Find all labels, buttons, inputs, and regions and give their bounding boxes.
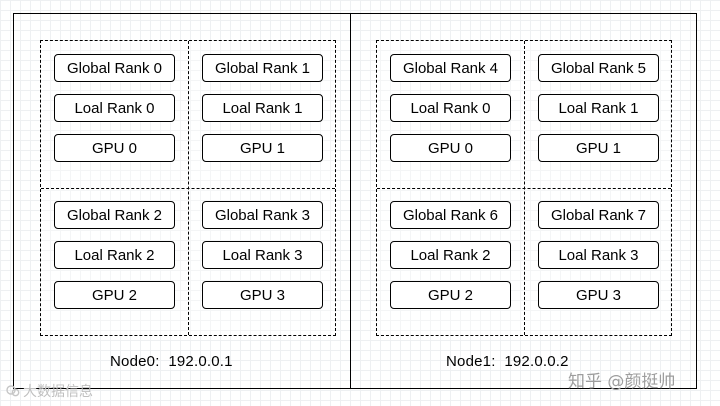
local-rank-box: Loal Rank 1: [202, 94, 323, 122]
gpu-group: Global Rank 0 Loal Rank 0 GPU 0 Global R…: [40, 40, 336, 336]
local-rank-box: Loal Rank 3: [538, 241, 659, 269]
gpu-box: GPU 0: [54, 134, 175, 162]
watermark-left-text: 大数据信息: [23, 383, 93, 399]
node-name: Node0:: [110, 353, 160, 370]
node-0: Global Rank 0 Loal Rank 0 GPU 0 Global R…: [13, 13, 351, 389]
gpu-divider-horizontal: [377, 188, 671, 189]
gpu-box: GPU 0: [390, 134, 511, 162]
local-rank-box: Loal Rank 0: [390, 94, 511, 122]
node-label: Node0: 192.0.0.1: [110, 353, 233, 370]
gpu-box: GPU 3: [202, 281, 323, 309]
local-rank-box: Loal Rank 3: [202, 241, 323, 269]
node-label: Node1: 192.0.0.2: [446, 353, 569, 370]
node-ip: 192.0.0.2: [504, 353, 569, 370]
gpu-box: GPU 1: [202, 134, 323, 162]
watermark-right: 知乎 @颜挺帅: [568, 372, 676, 392]
local-rank-box: Loal Rank 2: [54, 241, 175, 269]
local-rank-box: Loal Rank 1: [538, 94, 659, 122]
watermark-left: 大数据信息: [6, 381, 93, 401]
global-rank-box: Global Rank 5: [538, 54, 659, 82]
gpu-box: GPU 2: [390, 281, 511, 309]
gpu-group: Global Rank 4 Loal Rank 0 GPU 0 Global R…: [376, 40, 672, 336]
local-rank-box: Loal Rank 0: [54, 94, 175, 122]
global-rank-box: Global Rank 2: [54, 201, 175, 229]
gpu-box: GPU 3: [538, 281, 659, 309]
global-rank-box: Global Rank 1: [202, 54, 323, 82]
gpu-divider-horizontal: [41, 188, 335, 189]
global-rank-box: Global Rank 3: [202, 201, 323, 229]
global-rank-box: Global Rank 6: [390, 201, 511, 229]
gpu-box: GPU 2: [54, 281, 175, 309]
node-1: Global Rank 4 Loal Rank 0 GPU 0 Global R…: [350, 13, 697, 389]
node-name: Node1:: [446, 353, 496, 370]
wechat-icon: [6, 385, 20, 397]
node-ip: 192.0.0.1: [168, 353, 233, 370]
gpu-box: GPU 1: [538, 134, 659, 162]
global-rank-box: Global Rank 4: [390, 54, 511, 82]
global-rank-box: Global Rank 7: [538, 201, 659, 229]
local-rank-box: Loal Rank 2: [390, 241, 511, 269]
global-rank-box: Global Rank 0: [54, 54, 175, 82]
